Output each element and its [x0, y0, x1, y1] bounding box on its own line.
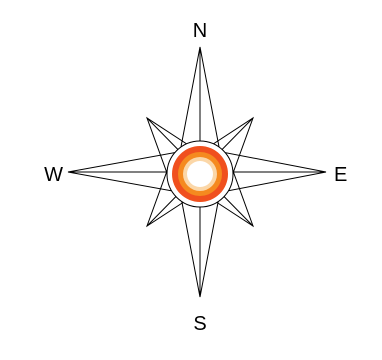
- south-label: S: [193, 313, 206, 335]
- center-medallion: [167, 141, 233, 207]
- north-label: N: [193, 20, 207, 42]
- west-label: W: [44, 164, 63, 186]
- center-core: [187, 161, 213, 187]
- east-label: E: [334, 164, 347, 186]
